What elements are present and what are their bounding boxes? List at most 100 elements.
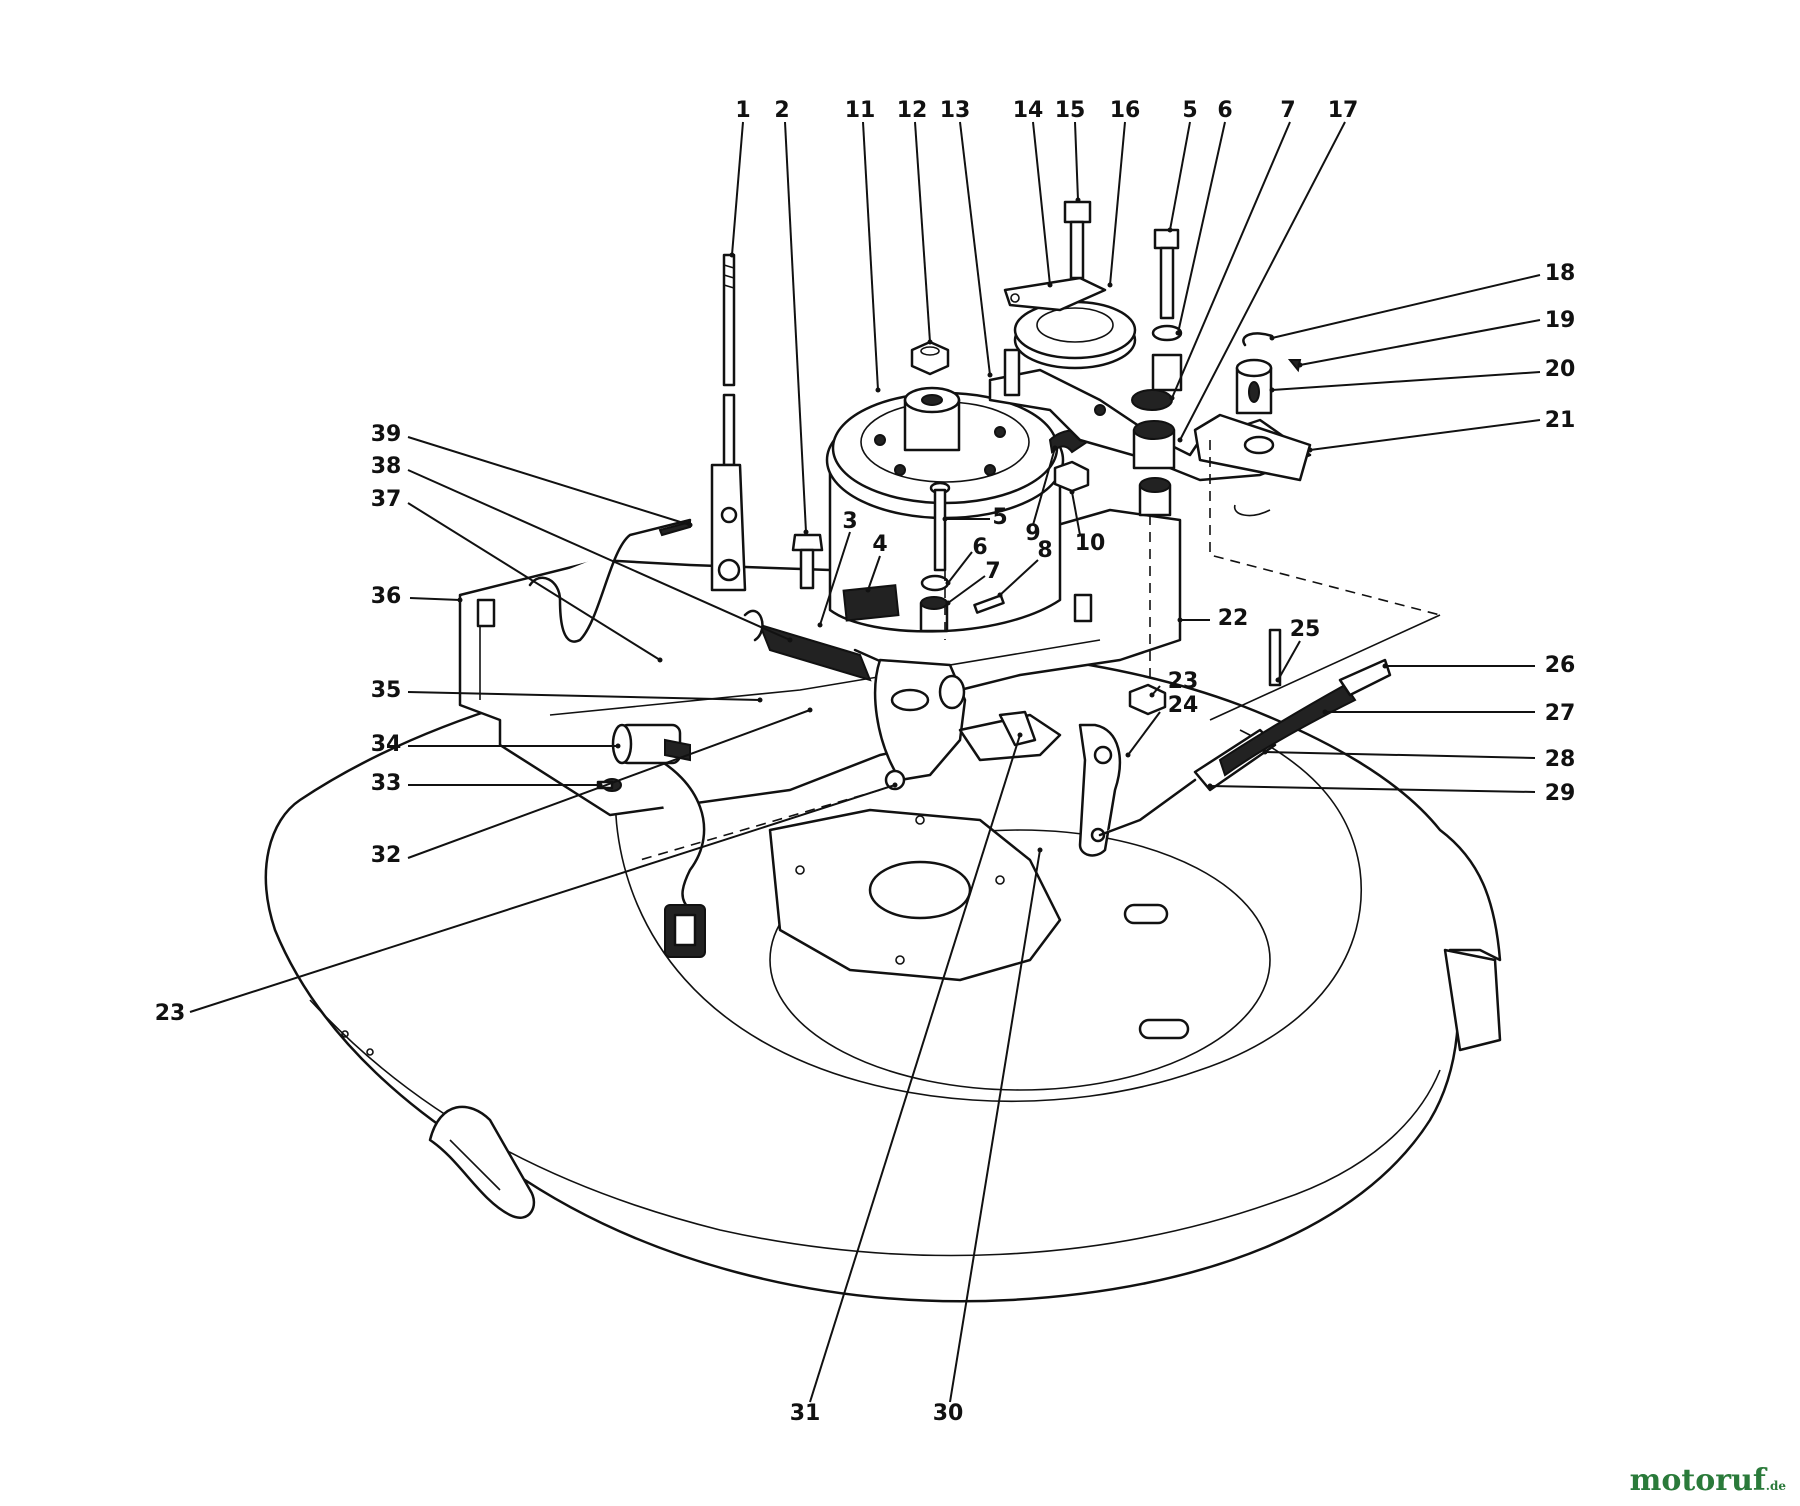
leader-line-c15 — [1074, 121, 1079, 201]
nut-23 — [1128, 683, 1167, 716]
control-link — [1078, 440, 1441, 857]
leader-dot-c39 — [687, 522, 693, 528]
callout-label-c34: 34 — [371, 732, 402, 757]
leader-dot-c38 — [787, 637, 793, 643]
callout-label-c16: 16 — [1110, 98, 1141, 123]
leader-dot-c8 — [997, 592, 1003, 598]
callout-label-c6b: 6 — [972, 535, 987, 560]
mower-deck — [264, 646, 1502, 1303]
leader-line-c9 — [1032, 447, 1056, 526]
leader-dot-c16 — [1107, 282, 1113, 288]
leader-dot-c5b — [942, 516, 948, 522]
nut-12 — [910, 340, 950, 376]
leader-line-c10 — [1071, 491, 1081, 536]
leader-dot-c28 — [1262, 749, 1268, 755]
callout-label-c21: 21 — [1545, 408, 1576, 433]
leader-line-c7a — [1171, 121, 1291, 399]
leader-dot-c2 — [803, 529, 809, 535]
callout-label-c13: 13 — [940, 98, 971, 123]
leader-dot-c24 — [1125, 752, 1131, 758]
leader-dot-c26 — [1382, 663, 1388, 669]
leader-dot-c25 — [1275, 677, 1281, 683]
watermark-suffix: .de — [1765, 1479, 1786, 1493]
callout-label-c10: 10 — [1075, 531, 1106, 556]
leader-dot-c4 — [865, 587, 871, 593]
callout-label-c5b: 5 — [992, 505, 1007, 530]
leader-line-c38 — [407, 469, 791, 641]
leader-line-c23b — [189, 784, 896, 1013]
leader-dot-c19 — [1297, 362, 1303, 368]
leader-line-c13 — [959, 121, 991, 376]
callout-label-c1: 1 — [735, 98, 750, 123]
leader-line-c5a — [1169, 121, 1191, 231]
pivot-arm — [1193, 332, 1312, 517]
leader-dot-c7b — [945, 600, 951, 606]
leader-dot-c23b — [892, 782, 898, 788]
leader-dot-c32 — [807, 707, 813, 713]
leader-line-c19 — [1299, 319, 1541, 366]
leader-dot-c7a — [1169, 395, 1175, 401]
idler-pulley — [1003, 276, 1137, 370]
leader-dot-c5a — [1167, 227, 1173, 233]
leader-dot-c29 — [1207, 783, 1213, 789]
callout-label-c28: 28 — [1545, 747, 1576, 772]
leader-line-c32 — [407, 709, 811, 859]
callout-label-c39: 39 — [371, 422, 402, 447]
leader-line-c21 — [1309, 419, 1541, 451]
nut-10 — [1053, 460, 1090, 493]
callout-label-c15: 15 — [1055, 98, 1086, 123]
leader-line-c14 — [1032, 121, 1051, 286]
leader-line-c16 — [1109, 121, 1126, 286]
leader-line-c30 — [949, 849, 1041, 1403]
leader-line-c28 — [1264, 751, 1536, 759]
watermark-main: motoruf — [1629, 1463, 1766, 1498]
leader-dot-c15 — [1075, 197, 1081, 203]
leader-dot-c21 — [1307, 447, 1313, 453]
pin-8 — [973, 594, 1005, 614]
callout-label-c20: 20 — [1545, 357, 1576, 382]
leader-line-c35 — [407, 691, 761, 701]
leader-line-c4 — [867, 555, 881, 591]
leader-line-c24 — [1127, 711, 1161, 756]
watermark: motoruf.de — [1630, 1463, 1786, 1498]
callout-label-c23a: 23 — [1168, 669, 1199, 694]
bolt-15 — [1063, 200, 1092, 280]
leader-dot-c9 — [1052, 445, 1058, 451]
leader-dot-c35 — [757, 697, 763, 703]
leader-line-c17 — [1179, 121, 1346, 441]
callout-label-c11: 11 — [845, 98, 876, 123]
rod-1 — [710, 253, 747, 592]
leader-line-c36 — [409, 597, 461, 601]
callout-label-c14: 14 — [1013, 98, 1044, 123]
leader-line-c1 — [731, 121, 744, 256]
callout-label-c32: 32 — [371, 843, 402, 868]
leader-dot-c12 — [927, 339, 933, 345]
callout-label-c18: 18 — [1545, 261, 1576, 286]
leader-dot-c30 — [1037, 847, 1043, 853]
callout-label-c12: 12 — [897, 98, 928, 123]
bolt-5-upper — [1131, 228, 1183, 690]
callout-label-c35: 35 — [371, 678, 402, 703]
leader-dot-c17 — [1177, 437, 1183, 443]
leader-dot-c11 — [875, 387, 881, 393]
bolt-2 — [791, 533, 824, 590]
callout-label-c9: 9 — [1025, 521, 1040, 546]
leader-line-c8 — [999, 559, 1039, 596]
leader-line-c6b — [947, 551, 973, 584]
callout-label-c17: 17 — [1328, 98, 1359, 123]
callout-label-c7b: 7 — [985, 559, 1000, 584]
leader-line-c2 — [784, 121, 807, 533]
wire-harness — [528, 518, 706, 958]
leader-dot-c6b — [945, 580, 951, 586]
callout-label-c23b: 23 — [155, 1001, 186, 1026]
callout-label-c25: 25 — [1290, 617, 1321, 642]
leader-line-c12 — [914, 121, 931, 343]
callout-label-c27: 27 — [1545, 701, 1576, 726]
callout-label-c5a: 5 — [1182, 98, 1197, 123]
leader-dot-c6a — [1175, 330, 1181, 336]
callout-label-c3: 3 — [842, 509, 857, 534]
callout-label-c8: 8 — [1037, 538, 1052, 563]
leader-line-c11 — [862, 121, 879, 391]
